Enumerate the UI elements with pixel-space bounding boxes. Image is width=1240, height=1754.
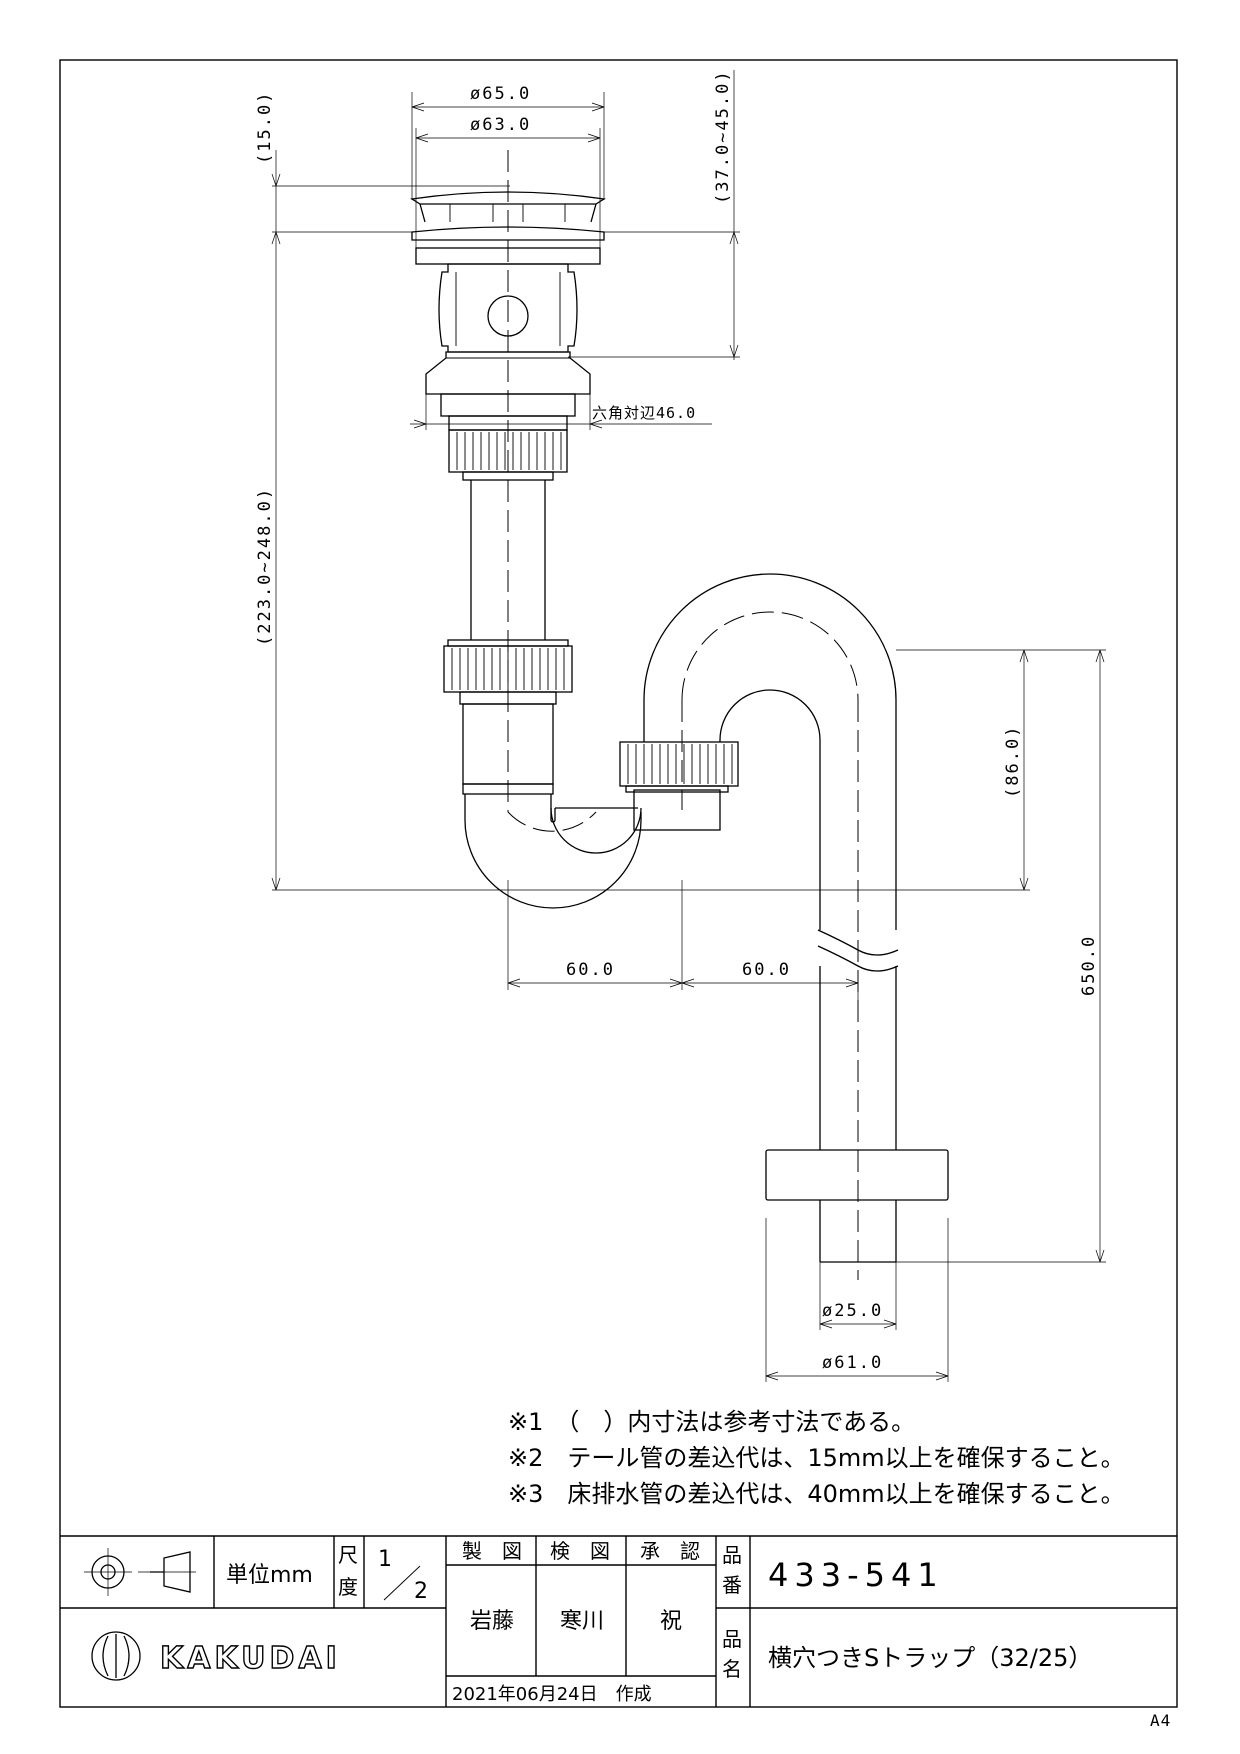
scale-denominator: 2	[414, 1579, 428, 1604]
dim-37-45: (37.0~45.0)	[713, 69, 733, 204]
dim-60-right: 60.0	[742, 960, 791, 980]
checked-by: 寒川	[560, 1609, 604, 1634]
dim-hex-46: 六角対辺46.0	[592, 404, 696, 422]
note-3: ※3 床排水管の差込代は、40mm以上を確保すること。	[508, 1480, 1125, 1508]
part-name-label-1: 品	[722, 1627, 742, 1651]
dim-dia-65: ø65.0	[470, 84, 531, 104]
dim-223-248: (223.0~248.0)	[255, 487, 275, 646]
dim-650: 650.0	[1079, 935, 1099, 996]
dim-15: (15.0)	[255, 91, 275, 164]
title-block: 単位mm 尺 度 1 2 製 図 検 図 承 認 岩藤 寒川 祝 2021年06…	[60, 1535, 1177, 1707]
part-no-label-2: 番	[722, 1573, 742, 1597]
company-name: KAKUDAI	[160, 1641, 341, 1676]
dimension-lines	[271, 70, 1106, 1382]
drawing-frame	[59, 59, 1178, 1708]
scale-label-2: 度	[338, 1575, 358, 1599]
unit-label: 単位mm	[226, 1563, 313, 1588]
third-angle-projection-icon	[84, 1548, 196, 1596]
part-name: 横穴つきSトラップ（32/25）	[768, 1644, 1092, 1672]
dim-dia-61: ø61.0	[822, 1353, 883, 1373]
approved-label: 承 認	[640, 1539, 700, 1563]
part-number: 433-541	[768, 1556, 944, 1594]
part-name-label-2: 名	[722, 1657, 742, 1681]
scale-numerator: 1	[378, 1547, 392, 1572]
drawn-by: 岩藤	[470, 1609, 514, 1634]
checked-label: 検 図	[550, 1539, 610, 1563]
knurled-nut-right	[619, 741, 739, 787]
approved-by: 祝	[660, 1609, 682, 1634]
trap-part-drawing	[410, 150, 949, 1280]
dim-60-left: 60.0	[566, 960, 615, 980]
part-no-label-1: 品	[722, 1543, 742, 1567]
drawn-label: 製 図	[462, 1539, 522, 1563]
kakudai-logo: KAKUDAI	[91, 1631, 341, 1681]
dim-dia-63: ø63.0	[470, 115, 531, 135]
note-1: ※1 （ ）内寸法は参考寸法である。	[508, 1408, 915, 1436]
scale-label-1: 尺	[338, 1543, 358, 1567]
floor-flange	[765, 1149, 949, 1201]
dim-86: (86.0)	[1003, 725, 1023, 798]
note-2: ※2 テール管の差込代は、15mm以上を確保すること。	[508, 1444, 1125, 1472]
sheet-size: A4	[1150, 1711, 1171, 1730]
dim-dia-25: ø25.0	[822, 1301, 883, 1321]
scale-slash	[383, 1565, 421, 1601]
created-date: 2021年06月24日 作成	[452, 1684, 652, 1705]
